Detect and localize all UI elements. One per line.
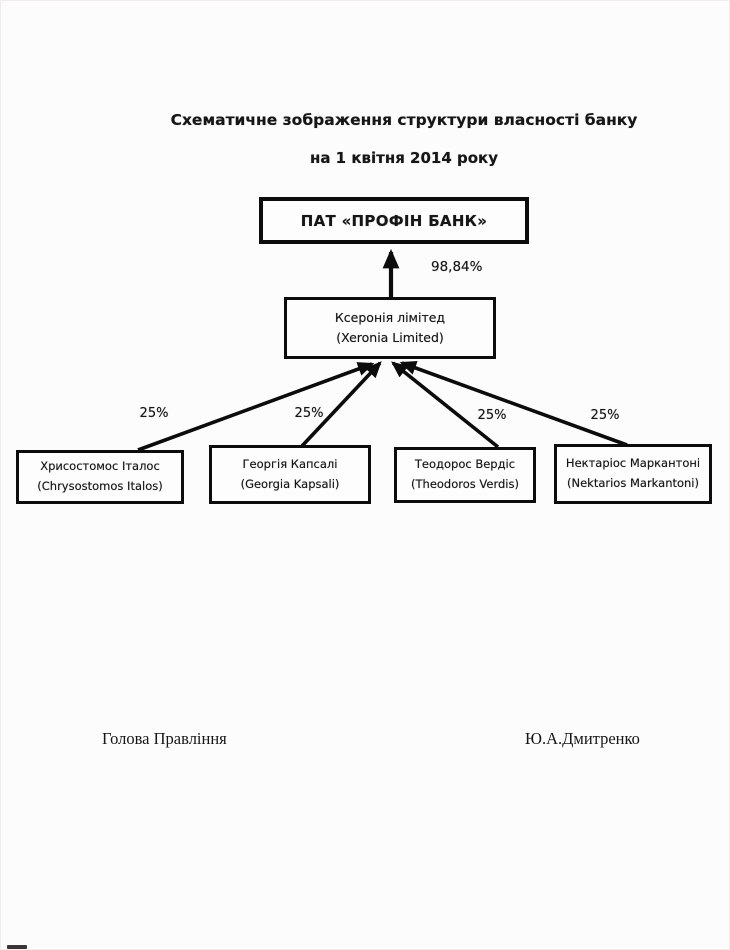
stake-label-shareholder-3: 25% (477, 408, 507, 423)
stake-label-shareholder-1: 25% (139, 406, 169, 421)
holding-name-en: (Xeronia Limited) (336, 330, 444, 345)
shareholder-3-name-en: (Theodoros Verdis) (411, 477, 519, 491)
signature-role: Голова Правління (102, 729, 227, 748)
node-shareholder-2: Георгія Капсалі (Georgia Kapsali) (209, 445, 371, 504)
stake-label-holding: 98,84% (431, 259, 483, 275)
arrow-shareholder-2-to-holding (300, 361, 382, 448)
node-holding: Ксеронія лімітед (Xeronia Limited) (284, 297, 496, 359)
signature-name: Ю.А.Дмитренко (525, 729, 640, 748)
shareholder-2-name-en: (Georgia Kapsali) (240, 476, 340, 491)
shareholder-1-name-en: (Chrysostomos Italos) (37, 479, 163, 493)
page-title: Схематичне зображення структури власност… (170, 111, 638, 129)
stake-label-shareholder-4: 25% (590, 408, 620, 423)
stake-label-shareholder-2: 25% (294, 406, 324, 421)
shareholder-2-name-uk: Георгія Капсалі (242, 456, 338, 471)
page-subtitle: на 1 квітня 2014 року (309, 149, 499, 167)
holding-name-uk: Ксеронія лімітед (334, 309, 446, 325)
bank-label: ПАТ «ПРОФІН БАНК» (300, 211, 488, 230)
arrow-shareholder-3-to-holding (391, 361, 500, 449)
node-shareholder-1: Хрисостомос Італос (Chrysostomos Italos) (16, 450, 184, 504)
shareholder-4-name-en: (Nektarios Markantoni) (567, 476, 699, 490)
scan-artifact (7, 945, 27, 949)
node-shareholder-4: Нектаріос Маркантоні (Nektarios Markanto… (554, 444, 712, 504)
arrow-shareholder-1-to-holding (137, 362, 375, 452)
node-bank: ПАТ «ПРОФІН БАНК» (259, 197, 529, 244)
node-shareholder-3: Теодорос Вердіс (Theodoros Verdis) (394, 447, 536, 503)
shareholder-1-name-uk: Хрисостомос Італос (40, 459, 160, 474)
arrow-shareholder-4-to-holding (399, 361, 628, 447)
shareholder-3-name-uk: Теодорос Вердіс (414, 457, 516, 472)
shareholder-4-name-uk: Нектаріос Маркантоні (565, 456, 701, 471)
